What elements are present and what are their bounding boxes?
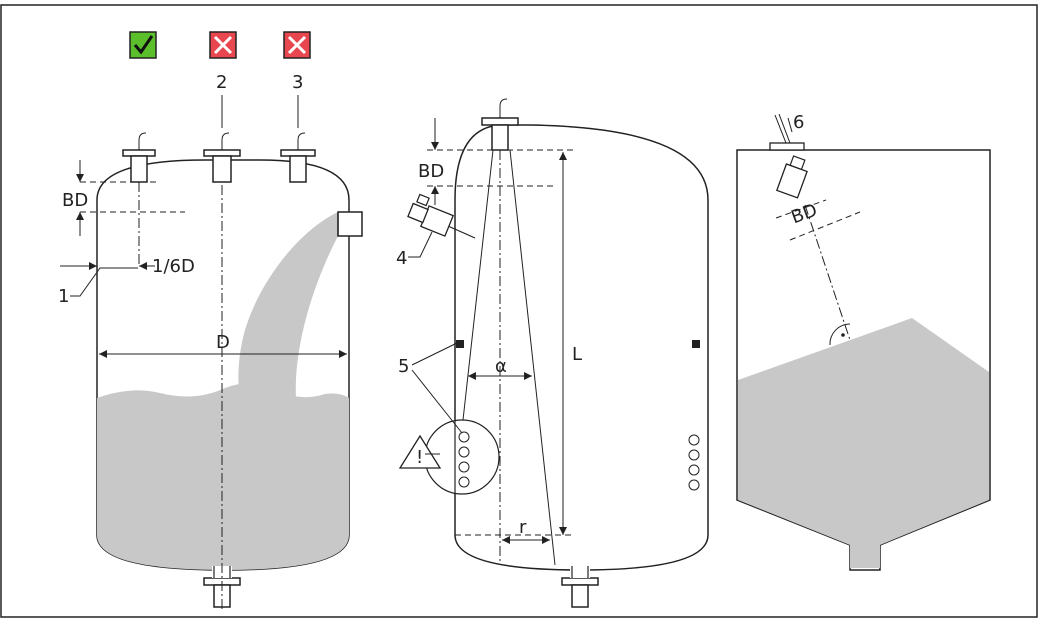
figure-frame: [0, 4, 1038, 618]
tank-middle: [398, 98, 709, 608]
inlet-pipe: [337, 211, 363, 237]
callout-1-label: 1: [58, 286, 69, 307]
tank-left-inflow: [238, 212, 338, 398]
silo-right: [736, 113, 991, 571]
tank-left: [60, 95, 363, 612]
callout-6-leader: [787, 117, 793, 133]
warning-icon: [398, 434, 442, 469]
silo-sensor-axis: [804, 204, 851, 341]
tank-middle-nozzle: [481, 98, 519, 151]
length-label: L: [572, 344, 582, 365]
status-icon-bad-2: [209, 31, 237, 59]
silo-bulk-material: [738, 318, 989, 568]
tank-left-fluid: [97, 383, 349, 570]
nozzle-1: [122, 132, 156, 183]
nozzle-2: [203, 132, 241, 183]
beam-right-edge: [509, 149, 556, 566]
nozzle-3: [280, 132, 316, 183]
warning-mark: !: [416, 447, 423, 468]
alpha-label: α: [495, 356, 507, 377]
check-icon: [133, 35, 154, 55]
callout-6-label: 6: [793, 112, 804, 133]
cross-icon: [287, 35, 307, 55]
callout-1-leader: [70, 267, 138, 297]
callout-3-label: 3: [292, 72, 303, 93]
radius-label: r: [519, 517, 527, 538]
tank-middle-outlet: [561, 566, 599, 608]
status-icon-ok: [129, 31, 157, 59]
callout-4-leader: [408, 231, 433, 258]
beam-left-edge: [462, 149, 494, 421]
callout-5-label: 5: [398, 356, 409, 377]
diameter-label: D: [216, 332, 230, 353]
tank-middle-body: [454, 124, 709, 571]
cross-icon: [213, 35, 233, 55]
status-icon-bad-3: [283, 31, 311, 59]
callout-4-label: 4: [396, 248, 407, 269]
tilted-sensor: [775, 155, 808, 199]
bd-label-middle: BD: [418, 161, 444, 182]
sixth-d-label: 1/6D: [152, 256, 195, 277]
wall-weld-right: [692, 340, 700, 348]
bd-label-left: BD: [62, 190, 88, 211]
side-mounted-device: [407, 193, 476, 239]
right-angle-mark: [829, 323, 851, 346]
wall-weld-left: [456, 340, 464, 348]
callout-2-label: 2: [216, 72, 227, 93]
callout-5-leader-b: [411, 369, 463, 434]
callout-5-leader-a: [411, 342, 458, 366]
